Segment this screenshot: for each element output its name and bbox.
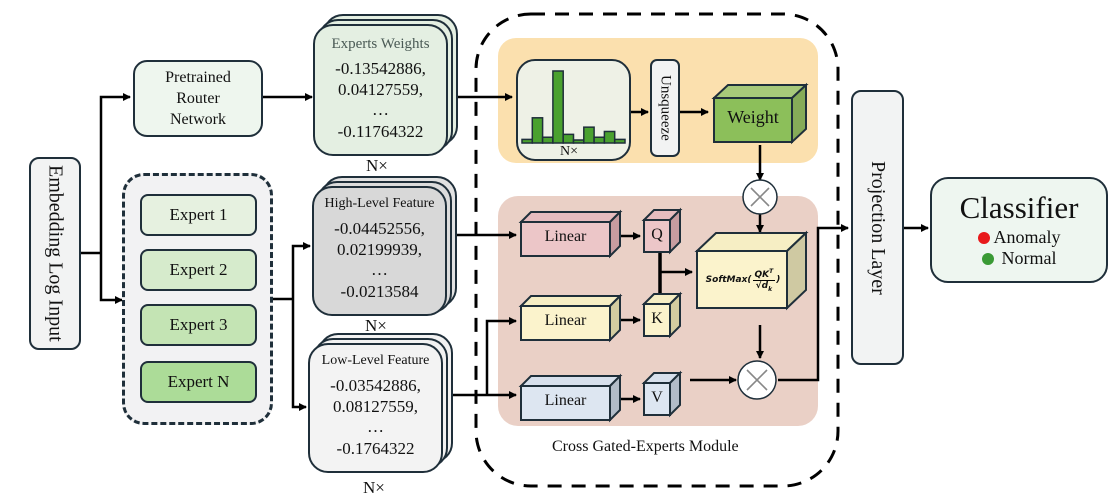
v-cube <box>641 370 683 418</box>
feature-value: -0.04452556, <box>334 219 425 238</box>
high-level-feature-title: High-Level Feature <box>324 196 435 211</box>
linear-v-label: Linear <box>544 392 587 409</box>
expert-label: Expert N <box>167 372 230 391</box>
connector-input <box>80 93 131 304</box>
k-label: K <box>651 310 663 327</box>
histogram-label: N× <box>560 144 579 159</box>
class-label: Anomaly <box>993 227 1061 247</box>
multiply-circle-bottom <box>737 360 777 400</box>
feature-value: … <box>367 417 384 436</box>
classifier: Classifier Anomaly Normal <box>930 177 1108 283</box>
feature-value: -0.0213584 <box>340 282 419 301</box>
histogram-bar <box>562 133 575 144</box>
v-label: V <box>651 389 663 406</box>
q-label: Q <box>651 226 663 243</box>
expert-label: Expert 1 <box>169 205 228 224</box>
weight-value: -0.11764322 <box>337 122 424 141</box>
class-normal: Normal <box>981 248 1057 269</box>
softmax-cube <box>694 230 809 311</box>
histogram-bar <box>521 138 534 144</box>
projection-layer: Projection Layer <box>851 90 904 365</box>
weight-value: … <box>372 100 389 119</box>
histogram-bars <box>521 70 626 144</box>
expert-label: Expert 3 <box>169 315 228 334</box>
softmax-fraction: QKT √dk <box>752 267 776 293</box>
expert-label: Expert 2 <box>169 260 228 279</box>
softmax-denominator: √d <box>755 280 769 291</box>
feature-value: 0.08127559, <box>333 397 418 416</box>
high-level-multiplier: N× <box>365 316 387 335</box>
connector-experts <box>273 242 311 411</box>
unsqueeze-label: Unsqueeze <box>657 75 674 141</box>
softmax-suffix: ) <box>776 275 781 285</box>
unsqueeze-block: Unsqueeze <box>650 59 680 157</box>
multiply-circle-top <box>742 179 778 215</box>
normal-dot-icon <box>981 252 994 265</box>
linear-k-label: Linear <box>544 312 587 329</box>
classifier-title: Classifier <box>959 190 1079 225</box>
histogram-bar <box>603 130 616 144</box>
softmax-numerator: QK <box>754 269 770 280</box>
histogram-bar <box>541 136 554 144</box>
softmax-formula: SoftMax( QKT √dk ) <box>697 258 789 302</box>
linear-k-cube <box>518 293 623 343</box>
feature-value: 0.02199939, <box>337 240 422 259</box>
module-title: Cross Gated-Experts Module <box>552 438 739 455</box>
low-level-feature-title: Low-Level Feature <box>321 353 430 368</box>
weight-cube <box>711 82 809 145</box>
softmax-sup: T <box>769 267 774 275</box>
projection-layer-label: Projection Layer <box>867 160 889 295</box>
feature-value: -0.1764322 <box>336 439 415 458</box>
weight-value: 0.04127559, <box>338 80 423 99</box>
weight-label: Weight <box>727 107 779 127</box>
softmax-prefix: SoftMax( <box>705 275 752 285</box>
expert-3: Expert 3 <box>140 304 257 346</box>
histogram-bar <box>613 138 626 144</box>
linear-q-label: Linear <box>544 228 587 245</box>
pretrained-router-network: Pretrained Router Network <box>133 60 263 137</box>
histogram-bar <box>531 117 544 144</box>
embedding-log-input: Embedding Log Input <box>29 157 81 350</box>
anomaly-dot-icon <box>977 231 990 244</box>
router-label-line: Router <box>176 90 220 107</box>
q-cube <box>641 207 683 255</box>
weight-value: -0.13542886, <box>335 59 426 78</box>
expert-1: Expert 1 <box>140 194 257 236</box>
class-anomaly: Anomaly <box>977 227 1061 248</box>
histogram-card <box>516 59 631 161</box>
expert-n: Expert N <box>140 361 257 403</box>
linear-v-cube <box>518 373 623 423</box>
experts-weights-multiplier: N× <box>366 156 388 175</box>
expert-2: Expert 2 <box>140 249 257 291</box>
module-dashed-border <box>474 12 840 488</box>
class-label: Normal <box>1001 248 1057 268</box>
embedding-log-input-label: Embedding Log Input <box>44 165 67 342</box>
connector-features <box>452 231 517 399</box>
histogram-bar <box>593 136 606 144</box>
feature-value: -0.03542886, <box>330 376 421 395</box>
low-level-multiplier: N× <box>363 478 385 497</box>
histogram-bar <box>583 126 595 144</box>
feature-value: … <box>371 260 388 279</box>
connector-inner <box>618 108 929 403</box>
experts-weights-title: Experts Weights <box>331 36 430 52</box>
k-cube <box>641 291 683 339</box>
softmax-sub: k <box>768 285 773 293</box>
histogram-bar <box>552 70 564 144</box>
router-label-line: Network <box>170 111 226 128</box>
router-label-line: Pretrained <box>165 69 231 86</box>
linear-q-cube <box>518 209 623 259</box>
histogram-bar <box>572 139 585 144</box>
